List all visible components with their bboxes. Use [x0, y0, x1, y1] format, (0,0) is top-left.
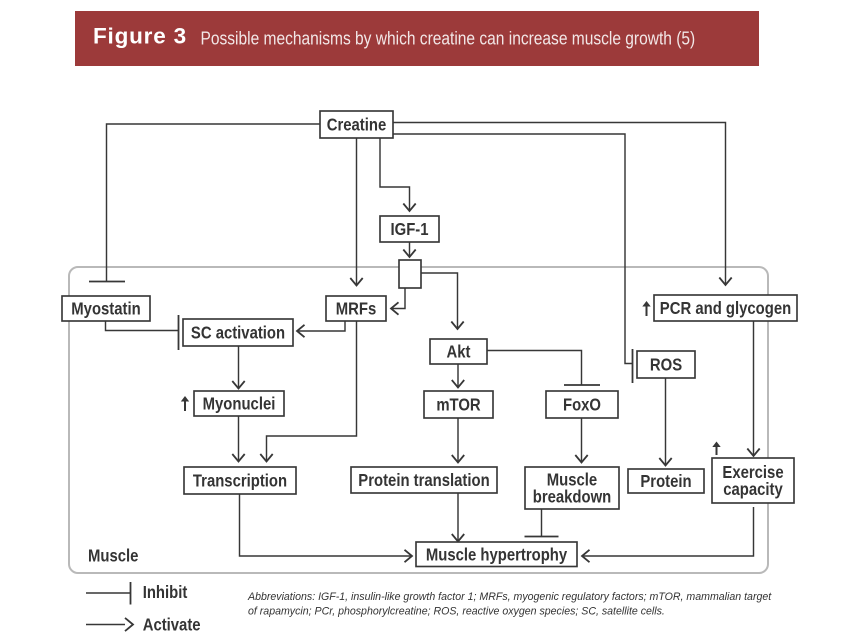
- svg-text:Transcription: Transcription: [193, 471, 287, 490]
- svg-text:Muscle: Muscle: [547, 470, 597, 489]
- svg-text:Inhibit: Inhibit: [143, 583, 188, 602]
- svg-text:IGF-1: IGF-1: [390, 220, 428, 239]
- svg-text:Protein: Protein: [640, 472, 691, 491]
- svg-text:SC activation: SC activation: [191, 323, 285, 342]
- svg-text:Exercise: Exercise: [722, 463, 783, 482]
- svg-text:Myonuclei: Myonuclei: [203, 394, 276, 413]
- svg-text:Protein translation: Protein translation: [358, 471, 489, 490]
- svg-text:breakdown: breakdown: [533, 487, 611, 506]
- svg-text:Myostatin: Myostatin: [71, 299, 140, 318]
- svg-text:mTOR: mTOR: [436, 395, 481, 414]
- svg-text:Possible mechanisms by which c: Possible mechanisms by which creatine ca…: [201, 28, 696, 49]
- svg-text:Abbreviations: IGF-1, insulin-: Abbreviations: IGF-1, insulin-like growt…: [247, 591, 772, 603]
- svg-text:capacity: capacity: [723, 480, 783, 499]
- svg-text:Activate: Activate: [143, 615, 201, 634]
- svg-text:of rapamycin; PCr, phosphorylc: of rapamycin; PCr, phosphorylcreatine; R…: [248, 606, 665, 618]
- svg-text:MRFs: MRFs: [336, 299, 376, 318]
- svg-text:FoxO: FoxO: [563, 395, 601, 414]
- svg-text:ROS: ROS: [650, 355, 682, 374]
- svg-text:Figure 3: Figure 3: [93, 24, 187, 49]
- svg-text:Muscle: Muscle: [88, 546, 138, 565]
- svg-text:Akt: Akt: [447, 342, 472, 361]
- svg-text:Creatine: Creatine: [327, 115, 387, 134]
- svg-text:PCR and glycogen: PCR and glycogen: [660, 299, 791, 318]
- svg-text:Muscle hypertrophy: Muscle hypertrophy: [426, 545, 567, 564]
